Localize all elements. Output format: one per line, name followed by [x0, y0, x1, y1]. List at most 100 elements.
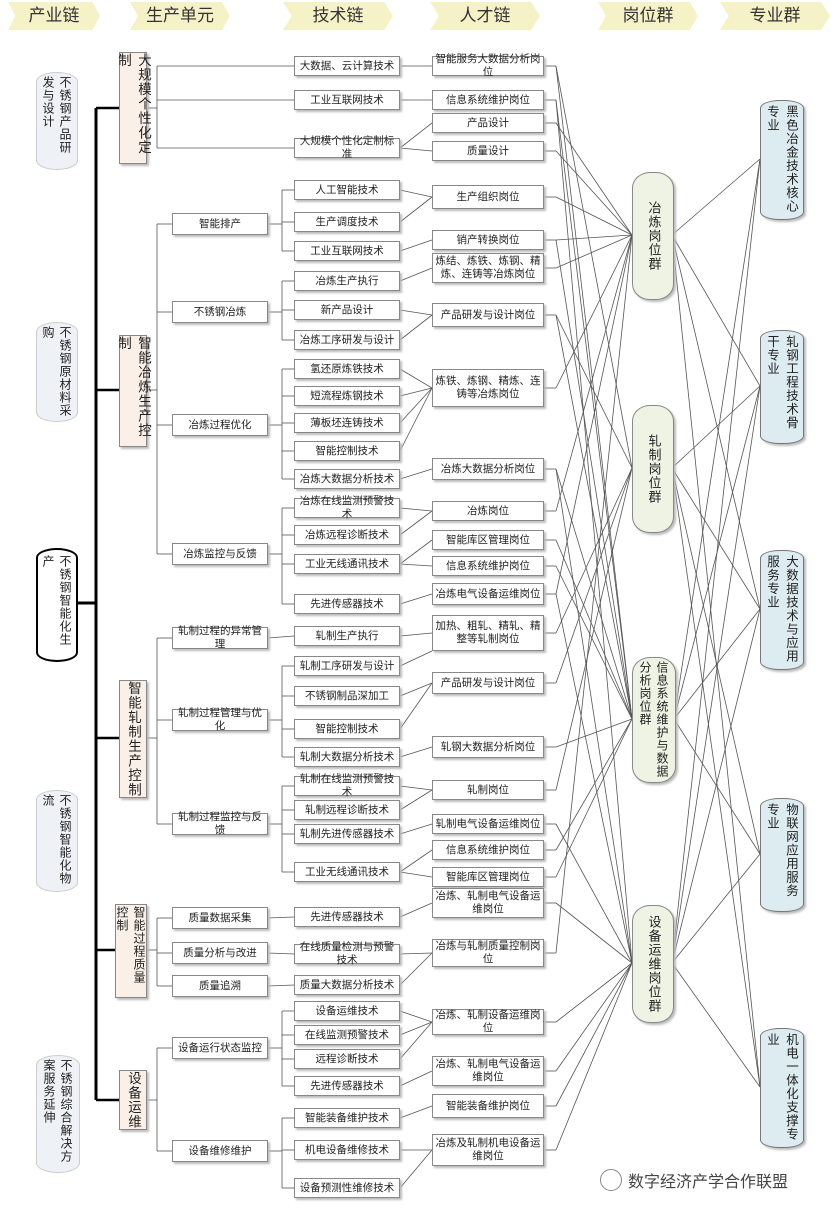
tech-box: 冶炼在线监测预警技术 [294, 495, 400, 520]
watermark: 数字经济产学合作联盟 [600, 1168, 788, 1192]
talent-box: 智能服务大数据分析岗位 [432, 53, 544, 78]
header-post-group: 岗位群 [598, 2, 698, 30]
talent-box: 生产组织岗位 [432, 185, 544, 209]
tech-box: 轧制远程诊断技术 [294, 800, 400, 820]
sub-unit-box: 质量数据采集 [172, 907, 268, 929]
tech-box: 氢还原炼铁技术 [294, 359, 400, 379]
major-iot: 物联网应用服务专业 [760, 798, 804, 912]
sub-unit-box: 质量分析与改进 [172, 942, 268, 964]
tech-box: 远程诊断技术 [294, 1049, 400, 1069]
tech-box: 先进传感器技术 [294, 594, 400, 614]
tech-box: 工业无线通讯技术 [294, 862, 400, 882]
post-group-info-data: 信息系统维护与数据分析岗位群 [632, 657, 676, 783]
talent-box: 冶炼大数据分析岗位 [432, 458, 544, 480]
talent-box: 冶炼及轧制机电设备运维岗位 [432, 1134, 544, 1166]
talent-box: 销产转换岗位 [432, 230, 544, 250]
talent-box: 产品设计 [432, 113, 544, 133]
talent-box: 冶炼、轧制电气设备运维岗位 [432, 888, 544, 918]
sub-unit-box: 智能排产 [172, 213, 268, 235]
tech-box: 轧制大数据分析技术 [294, 747, 400, 767]
tech-box: 轧制先进传感器技术 [294, 824, 400, 844]
unit-equipment-maintenance: 设备运维 [119, 1070, 147, 1130]
talent-box: 轧钢大数据分析岗位 [432, 736, 544, 758]
major-big-data: 大数据技术与应用服务专业 [760, 550, 804, 670]
tech-box: 冶炼生产执行 [294, 271, 400, 291]
tech-box: 设备运维技术 [294, 1001, 400, 1021]
unit-smart-rolling: 智能轧制生产控制 [119, 680, 147, 798]
unit-mass-customization: 大规模个性化定制 [115, 52, 151, 164]
post-group-smelting: 冶炼岗位群 [632, 172, 674, 300]
tech-box: 工业互联网技术 [294, 90, 400, 110]
tech-box: 冶炼大数据分析技术 [294, 469, 400, 489]
talent-box: 轧制岗位 [432, 780, 544, 800]
unit-quality-control: 智能过程质量控制 [115, 904, 147, 998]
tech-box: 短流程炼钢技术 [294, 386, 400, 406]
talent-box: 炼结、炼铁、炼钢、精炼、连铸等冶炼岗位 [432, 253, 544, 283]
tech-box: 冶炼工序研发与设计 [294, 330, 400, 350]
tech-box: 智能控制技术 [294, 719, 400, 739]
tech-box: 智能控制技术 [294, 441, 400, 461]
tech-box: 生产调度技术 [294, 212, 400, 232]
sub-unit-box: 轧制过程监控与反馈 [172, 811, 268, 836]
tech-box: 在线质量检测与预警技术 [294, 941, 400, 966]
talent-box: 炼铁、炼钢、精炼、连铸等冶炼岗位 [432, 369, 544, 407]
sub-unit-box: 冶炼监控与反馈 [172, 543, 268, 565]
talent-box: 信息系统维护岗位 [432, 90, 544, 110]
talent-box: 智能库区管理岗位 [432, 867, 544, 887]
talent-box: 质量设计 [432, 141, 544, 161]
talent-box: 冶炼电气设备运维岗位 [432, 583, 544, 605]
major-rolling-engineering: 轧钢工程技术骨干专业 [760, 330, 804, 444]
header-industry-chain: 产业链 [8, 2, 100, 30]
industry-smart-production: 不锈钢智能化生产 [36, 548, 78, 662]
industry-raw-material: 不锈钢原材料采购 [36, 322, 78, 422]
tech-box: 轧制在线监测预警技术 [294, 773, 400, 798]
talent-box: 产品研发与设计岗位 [432, 303, 544, 327]
tech-box: 人工智能技术 [294, 180, 400, 200]
tech-box: 轧制生产执行 [294, 626, 400, 646]
talent-box: 冶炼、轧制设备运维岗位 [432, 1009, 544, 1035]
tech-box: 工业无线通讯技术 [294, 554, 400, 574]
sub-unit-box: 设备维修维护 [172, 1140, 268, 1162]
talent-box: 智能库区管理岗位 [432, 530, 544, 550]
tech-box: 不锈钢制品深加工 [294, 686, 400, 706]
sub-unit-box: 轧制过程的异常管理 [172, 625, 268, 650]
header-tech-chain: 技术链 [283, 2, 393, 30]
sub-unit-box: 冶炼过程优化 [172, 414, 268, 436]
talent-box: 冶炼、轧制电气设备运维岗位 [432, 1056, 544, 1086]
tech-box: 新产品设计 [294, 300, 400, 320]
unit-smart-smelting: 智能冶炼生产控制 [115, 335, 151, 447]
talent-box: 信息系统维护岗位 [432, 556, 544, 576]
talent-box: 信息系统维护岗位 [432, 840, 544, 860]
header-talent-chain: 人才链 [430, 2, 540, 30]
industry-smart-logistics: 不锈钢智能化物流 [36, 790, 78, 892]
wechat-icon [600, 1169, 622, 1191]
talent-box: 加热、粗轧、精轧、精整等轧制岗位 [432, 615, 544, 651]
tech-box: 设备预测性维修技术 [294, 1178, 400, 1198]
sub-unit-box: 设备运行状态监控 [172, 1037, 268, 1059]
header-production-unit: 生产单元 [130, 2, 230, 30]
major-mechatronics: 机电一体化支撑专业 [760, 1028, 804, 1148]
tech-box: 机电设备维修技术 [294, 1140, 400, 1160]
sub-unit-box: 轧制过程管理与优化 [172, 707, 268, 732]
header-major-group: 专业群 [720, 2, 830, 30]
tech-box: 大数据、云计算技术 [294, 56, 400, 76]
major-ferrous-metallurgy: 黑色冶金技术核心专业 [760, 100, 804, 220]
talent-box: 冶炼岗位 [432, 501, 544, 521]
industry-service-extension: 不锈钢综合解决方案服务延伸 [36, 1055, 80, 1173]
talent-box: 冶炼与轧制质量控制岗位 [432, 939, 544, 967]
post-group-equipment: 设备运维岗位群 [632, 905, 674, 1023]
talent-box: 智能装备维护岗位 [432, 1094, 544, 1118]
tech-box: 薄板坯连铸技术 [294, 413, 400, 433]
industry-rd-design: 不锈钢产品研发与设计 [36, 72, 78, 170]
tech-box: 先进传感器技术 [294, 1076, 400, 1096]
tech-box: 智能装备维护技术 [294, 1108, 400, 1128]
sub-unit-box: 不锈钢冶炼 [172, 301, 268, 323]
talent-box: 产品研发与设计岗位 [432, 672, 544, 694]
sub-unit-box: 质量追溯 [172, 975, 268, 997]
post-group-rolling: 轧制岗位群 [632, 405, 674, 533]
tech-box: 工业互联网技术 [294, 241, 400, 261]
tech-box: 质量大数据分析技术 [294, 975, 400, 995]
tech-box: 在线监测预警技术 [294, 1025, 400, 1045]
tech-box: 大规模个性化定制标准 [294, 135, 400, 160]
